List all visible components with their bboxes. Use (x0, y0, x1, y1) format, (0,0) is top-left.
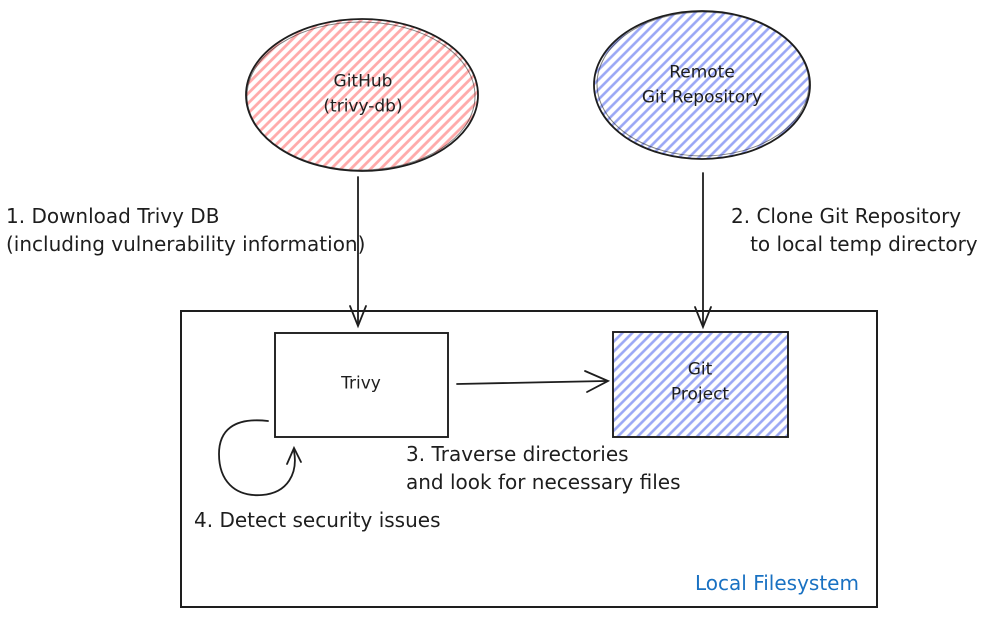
arrow-github-to-trivy (349, 176, 367, 329)
git-project-node-shape (612, 331, 789, 438)
git-project-node-label: Git Project (670, 359, 730, 404)
remote-git-repository-node-shape (593, 10, 811, 160)
local-filesystem-container-label: Local Filesystem (695, 571, 859, 595)
annotation-step3-traverse-directories: 3. Traverse directories and look for nec… (406, 442, 681, 494)
github-node-label: GitHub (trivy-db) (323, 71, 403, 116)
remote-git-repository-node-label: Remote Git Repository (641, 62, 763, 107)
trivy-node-label: Trivy (341, 373, 381, 394)
trivy-node-shape (274, 332, 449, 438)
github-node-shape (245, 18, 479, 172)
annotation-step4-detect-security-issues: 4. Detect security issues (194, 508, 441, 532)
annotation-step1-download-trivy-db: 1. Download Trivy DB (including vulnerab… (6, 204, 366, 256)
annotation-step2-clone-git-repository: 2. Clone Git Repository to local temp di… (731, 204, 978, 256)
arrow-remote-repo-to-git-project (694, 172, 712, 330)
arrow-trivy-self-loop (218, 419, 302, 496)
arrow-trivy-to-git-project (456, 370, 611, 393)
